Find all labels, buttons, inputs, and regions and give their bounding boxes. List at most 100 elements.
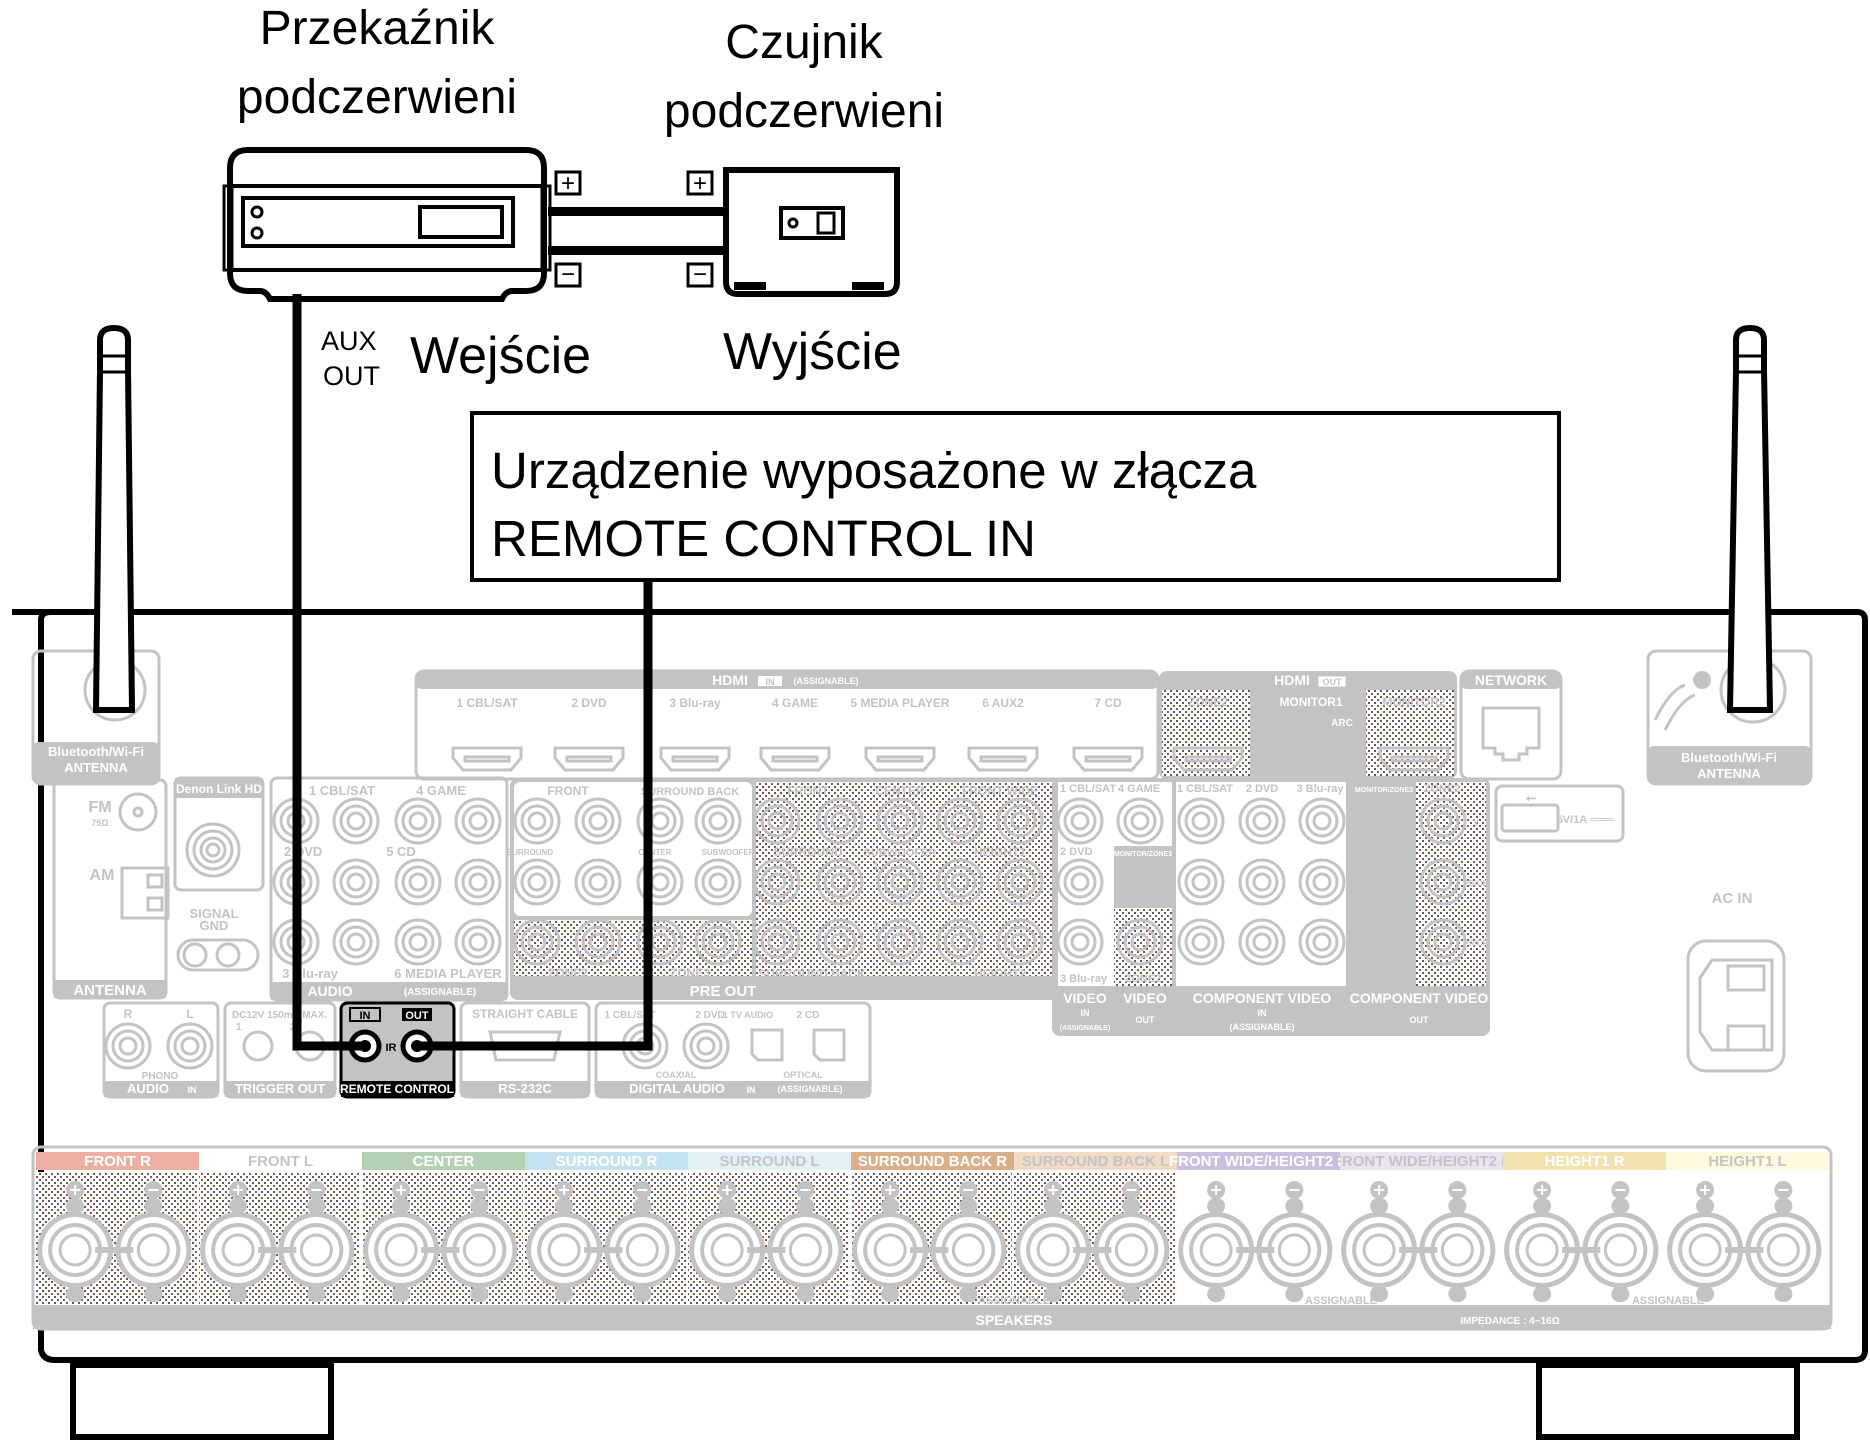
- foot-right: [1536, 1362, 1800, 1440]
- preout-label: FRONT: [547, 784, 589, 798]
- speaker-channel-band: [1340, 1152, 1503, 1170]
- preout-grid-label: HEIGHT1: [974, 845, 1026, 859]
- comp-out-label: Y: [1473, 818, 1479, 828]
- preout-label: ZONE2: [548, 966, 588, 980]
- hdmi-out-port-label: MONITOR2: [1382, 695, 1445, 709]
- antenna-title: ANTENNA: [73, 982, 146, 999]
- speakers-title: SPEAKERS: [975, 1312, 1052, 1328]
- assignable-label: ASSIGNABLE: [1632, 1295, 1704, 1307]
- signal-gnd-line1: SIGNAL: [189, 906, 238, 921]
- comp-out-label: MONITOR/ZONE3: [1355, 787, 1413, 794]
- ir-sensor-device: [723, 167, 900, 297]
- fm-am-antenna-block: FM 75Ω AM ANTENNA: [52, 778, 170, 1000]
- arc-label: ARC: [1331, 718, 1353, 729]
- phono-l-label: L: [186, 1007, 193, 1021]
- comp-out-label: PR/CR: [1464, 939, 1489, 948]
- rs232-note: STRAIGHT CABLE: [472, 1007, 578, 1021]
- minus-sign: −: [561, 261, 575, 288]
- antenna-label-line2: ANTENNA: [1697, 766, 1761, 781]
- antenna-label-line1: Bluetooth/Wi-Fi: [1681, 750, 1777, 765]
- sensor-minus-terminal: −: [686, 261, 714, 288]
- hdmi-out-port-label: ZONE2: [1188, 695, 1228, 709]
- pre-out-block: FRONT SURROUND BACK SURROUND CENTER SUBW…: [507, 778, 1072, 1000]
- output-label: Wyjście: [723, 323, 902, 381]
- sensor-plus-terminal: +: [686, 170, 714, 197]
- video-out-title: VIDEO: [1123, 990, 1167, 1006]
- preout-grid-label: FRONT WIDE: [962, 784, 1038, 798]
- speaker-channel-band: [688, 1152, 851, 1170]
- comp-in-title: COMPONENT VIDEO: [1193, 990, 1332, 1006]
- digital-audio-note: (ASSIGNABLE): [778, 1084, 843, 1094]
- video-in-label: 2 DVD: [1060, 846, 1092, 858]
- relay-title-line2: podczerwieni: [237, 71, 517, 124]
- hdmi-out-block: HDMI OUT ZONE2 MONITOR1 MONITOR2 ARC: [1159, 671, 1457, 779]
- speaker-channel-band: [1177, 1152, 1340, 1170]
- speaker-channel-label: FRONT WIDE/HEIGHT2 R: [1169, 1153, 1348, 1170]
- hdmi-in-port-label: 7 CD: [1094, 696, 1122, 710]
- comp-in-note: (ASSIGNABLE): [1230, 1022, 1295, 1032]
- speaker-channel-band: [1014, 1152, 1177, 1170]
- cable-relay-to-rc-in: [292, 294, 365, 1051]
- remote-control-block: IN OUT IR REMOTE CONTROL: [339, 1001, 456, 1099]
- phono-r-label: R: [124, 1007, 133, 1021]
- speaker-channel-label: HEIGHT1 L: [1708, 1153, 1786, 1170]
- speaker-channel-label: SURROUND R: [556, 1153, 658, 1170]
- video-in-badge: IN: [1081, 1008, 1090, 1018]
- hdmi-out-badge: OUT: [1323, 677, 1343, 687]
- audio-in-label: 4 GAME: [416, 783, 466, 798]
- digital-label: 2 DVD: [695, 1010, 724, 1021]
- wire-minus: [548, 246, 726, 255]
- comp-out-title: COMPONENT VIDEO: [1350, 990, 1489, 1006]
- audio-in-label: 3 Blu-ray: [282, 966, 338, 981]
- preout-grid-label: HEIGHT2: [974, 967, 1026, 981]
- ac-in-block: AC IN: [1686, 890, 1786, 1073]
- plus-sign: +: [693, 170, 707, 197]
- speaker-channel-band: [362, 1152, 525, 1170]
- sensor-title-line1: Czujnik: [725, 16, 883, 69]
- preout-grid-label: CENTER: [875, 784, 925, 798]
- digital-audio-title: DIGITAL AUDIO: [629, 1081, 725, 1096]
- callout-line1: Urządzenie wyposażone w złącza: [491, 442, 1257, 499]
- audio-in-label: 2 DVD: [284, 844, 322, 859]
- device-callout-box: Urządzenie wyposażone w złącza REMOTE CO…: [470, 411, 1561, 582]
- relay-title-line1: Przekaźnik: [260, 2, 496, 55]
- speaker-channel-label: FRONT R: [84, 1153, 151, 1170]
- speaker-channel-label: CENTER: [413, 1153, 475, 1170]
- fm-ohm-label: 75Ω: [91, 818, 108, 828]
- speaker-channel-band: [525, 1152, 688, 1170]
- antenna-right: Bluetooth/Wi-Fi ANTENNA: [1646, 324, 1813, 786]
- video-out-badge: OUT: [1136, 1015, 1156, 1025]
- optical-label: OPTICAL: [783, 1070, 823, 1080]
- hdmi-in-port-label: 5 MEDIA PLAYER: [850, 696, 949, 710]
- antenna-label-line2: ANTENNA: [64, 760, 128, 775]
- denon-link-label: Denon Link HD: [176, 782, 262, 796]
- ir-relay-device: [222, 147, 552, 302]
- hdmi-out-title: HDMI: [1274, 672, 1310, 688]
- comp-in-label: 2 DVD: [1246, 783, 1278, 795]
- video-out-label: ZONE2: [1125, 973, 1162, 985]
- video-block: 1 CBL/SAT 4 GAME 2 DVD 3 Blu-ray MONITOR…: [1052, 778, 1490, 1036]
- hdmi-in-port-label: 1 CBL/SAT: [456, 696, 518, 710]
- preout-grid-label: FRONT: [787, 784, 829, 798]
- digital-label: 1 CBL/SAT: [605, 1010, 656, 1021]
- speaker-channel-label: FRONT L: [248, 1153, 313, 1170]
- hdmi-in-port-label: 6 AUX2: [982, 696, 1024, 710]
- aux-label-line2: OUT: [323, 361, 380, 391]
- speaker-channel-band: [36, 1152, 199, 1170]
- comp-in-label: 1 CBL/SAT: [1177, 783, 1233, 795]
- network-block: NETWORK: [1459, 669, 1563, 781]
- phono-block: R L PHONO AUDIO IN: [102, 1001, 220, 1099]
- antenna-label-line1: Bluetooth/Wi-Fi: [48, 744, 144, 759]
- hdmi-in-port-label: 4 GAME: [772, 696, 818, 710]
- callout-line2: REMOTE CONTROL IN: [491, 510, 1036, 567]
- signal-gnd-line2: GND: [200, 918, 229, 933]
- speaker-channel-label: FRONT WIDE/HEIGHT2 L: [1333, 1153, 1511, 1170]
- relay-minus-terminal: −: [554, 261, 582, 288]
- rc-in-badge: IN: [360, 1010, 371, 1022]
- preout-grid-label: SURROUND: [773, 845, 843, 859]
- sensor-title-line2: podczerwieni: [664, 85, 944, 138]
- fm-label: FM: [88, 799, 111, 816]
